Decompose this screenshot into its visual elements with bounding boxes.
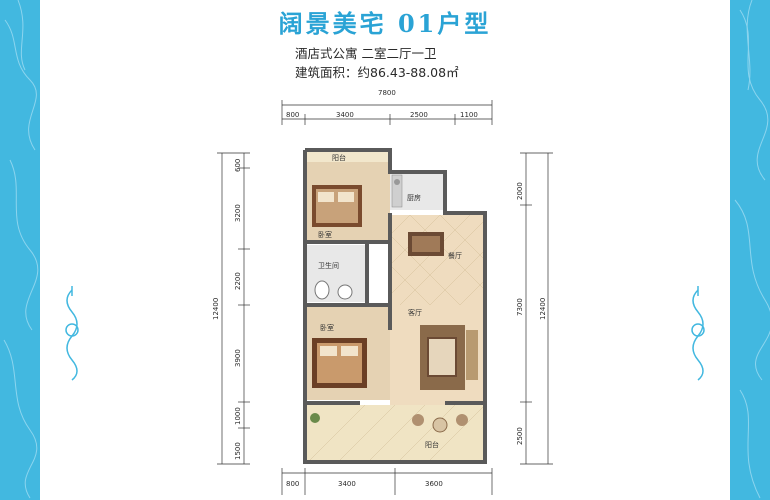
dim-top-total: 7800	[378, 89, 396, 97]
top-dimension-lines	[281, 100, 493, 125]
label-kitchen: 厨房	[407, 193, 421, 202]
label-balcony-top: 阳台	[332, 153, 346, 162]
dim-bottom-seg-3: 3600	[425, 480, 443, 488]
dim-left-total: 12400	[212, 298, 220, 320]
page-title: 阔景美宅 01户型	[278, 9, 492, 38]
walls	[303, 148, 487, 464]
dim-right-total: 12400	[539, 298, 547, 320]
bed-top	[312, 185, 362, 227]
sofa-set	[420, 325, 478, 390]
subtitle-area: 建筑面积：约86.43-88.08㎡	[295, 65, 459, 80]
bathroom-floor	[305, 245, 367, 302]
label-bedroom-top: 卧室	[318, 230, 332, 239]
dining-floor	[390, 215, 485, 305]
right-dimension-lines	[520, 152, 553, 465]
balcony-bottom-floor	[305, 405, 485, 460]
bed-bottom	[312, 338, 367, 388]
label-bedroom-bottom: 卧室	[320, 323, 334, 332]
dim-right-seg-3: 2500	[516, 427, 524, 445]
dim-bottom-seg-2: 3400	[338, 480, 356, 488]
dim-top-seg-3: 2500	[410, 111, 428, 119]
left-dimension-lines	[217, 152, 250, 465]
toilet	[314, 280, 353, 300]
right-ornament	[691, 286, 705, 381]
dim-left-seg-6: 1500	[234, 442, 242, 460]
dim-left-seg-3: 2200	[234, 272, 242, 290]
dim-right-seg-2: 7300	[516, 298, 524, 316]
dim-top-seg-2: 3400	[336, 111, 354, 119]
balcony-furniture	[310, 413, 468, 433]
dim-top-seg-4: 1100	[460, 111, 478, 119]
dining-table	[408, 232, 444, 256]
dim-left-seg-4: 3900	[234, 349, 242, 367]
dim-bottom-seg-1: 800	[286, 480, 299, 488]
dim-left-seg-2: 3200	[234, 204, 242, 222]
subtitle-type: 酒店式公寓 二室二厅一卫	[295, 46, 437, 61]
dim-left-seg-5: 1000	[234, 407, 242, 425]
bottom-dimension-lines	[281, 468, 493, 495]
dim-top-seg-1: 800	[286, 111, 299, 119]
left-ornament	[65, 286, 79, 381]
dim-right-seg-1: 2000	[516, 182, 524, 200]
label-living: 客厅	[408, 308, 422, 317]
dim-left-seg-1: 600	[234, 159, 242, 172]
label-balcony-bottom: 阳台	[425, 440, 439, 449]
label-dining: 餐厅	[448, 251, 462, 260]
kitchen-counter	[391, 174, 403, 208]
balcony-top-floor	[305, 150, 390, 162]
label-bathroom: 卫生间	[318, 261, 339, 270]
